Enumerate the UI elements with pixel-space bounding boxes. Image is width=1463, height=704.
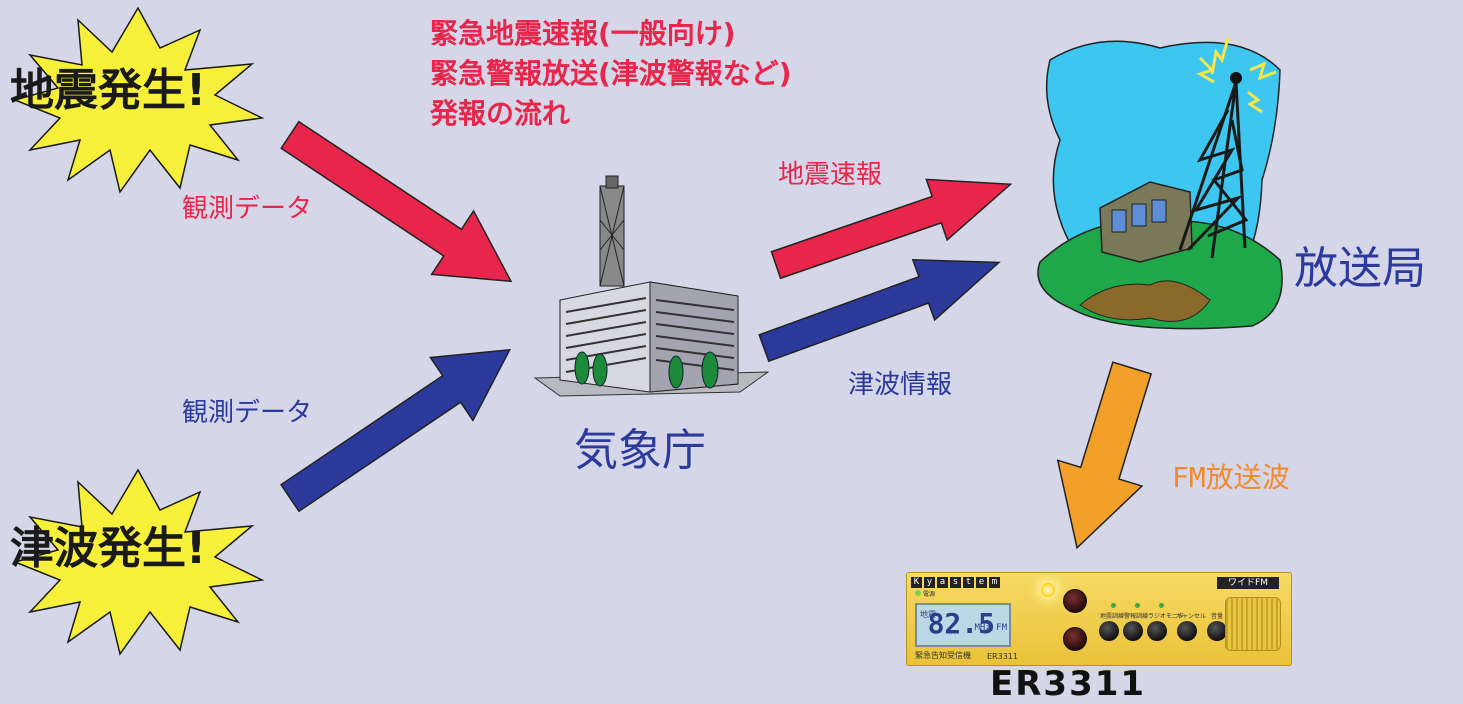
btn-label-2: 警報訓練 — [1124, 613, 1149, 620]
broadcast-station — [1037, 37, 1283, 330]
lcd-frequency: 82.5 — [927, 607, 995, 640]
title-line-3: 発報の流れ — [430, 97, 571, 130]
tsunami-event-label: 津波発生! — [10, 523, 207, 574]
device-model-small: ER3311 — [987, 652, 1018, 661]
led-2 — [1135, 603, 1140, 608]
lcd-display: 地震 82.5 MHz FM — [915, 603, 1011, 647]
jma-label: 気象庁 — [574, 425, 706, 476]
title-line-1: 緊急地震速報(一般向け) — [430, 17, 736, 50]
quake-test-button[interactable] — [1099, 621, 1119, 641]
btn-label-3: ラジオモニタ — [1148, 613, 1184, 620]
led-3 — [1159, 603, 1164, 608]
obs-data-label-lower: 観測データ — [182, 398, 313, 428]
led-1 — [1111, 603, 1116, 608]
radio-monitor-button[interactable] — [1147, 621, 1167, 641]
power-led — [915, 590, 921, 596]
earthquake-event-label: 地震発生! — [10, 65, 207, 116]
tsunami-info-label: 津波情報 — [848, 370, 953, 400]
earthquake-burst — [12, 6, 265, 194]
btn-label-4: キャンセル — [1176, 613, 1207, 620]
alert-lamp — [1041, 583, 1055, 597]
volume-up-knob[interactable] — [1063, 589, 1087, 613]
jma-building — [533, 175, 770, 397]
device-name: 緊急告知受信機 — [915, 651, 971, 660]
power-label: 電源 — [923, 591, 936, 598]
btn-label-5: 音量 — [1211, 613, 1224, 620]
arrow-tsunami-info — [758, 259, 1001, 363]
btn-label-1: 地震訓練 — [1100, 613, 1125, 620]
fm-wave-label: FM放送波 — [1172, 461, 1290, 494]
tsunami-burst — [12, 468, 265, 656]
arrow-obs-tsunami — [280, 348, 511, 513]
arrow-quake-report — [770, 178, 1013, 280]
volume-down-knob[interactable] — [1063, 627, 1087, 651]
speaker-grille — [1225, 597, 1281, 651]
title-line-2: 緊急警報放送(津波警報など) — [430, 57, 792, 90]
volume-knob[interactable] — [1207, 621, 1227, 641]
alert-test-button[interactable] — [1123, 621, 1143, 641]
arrow-obs-earthquake — [280, 120, 513, 283]
wide-fm-badge: ワイドFM — [1217, 577, 1279, 589]
obs-data-label-upper: 観測データ — [182, 194, 313, 224]
quake-report-label: 地震速報 — [778, 160, 883, 190]
lcd-mode: 地震 — [920, 610, 936, 619]
cancel-button[interactable] — [1177, 621, 1197, 641]
lcd-unit: MHz FM — [974, 623, 1007, 633]
device-model-caption: ER3311 — [990, 664, 1147, 704]
arrow-fm-wave — [1056, 361, 1153, 550]
broadcaster-label: 放送局 — [1294, 243, 1426, 294]
